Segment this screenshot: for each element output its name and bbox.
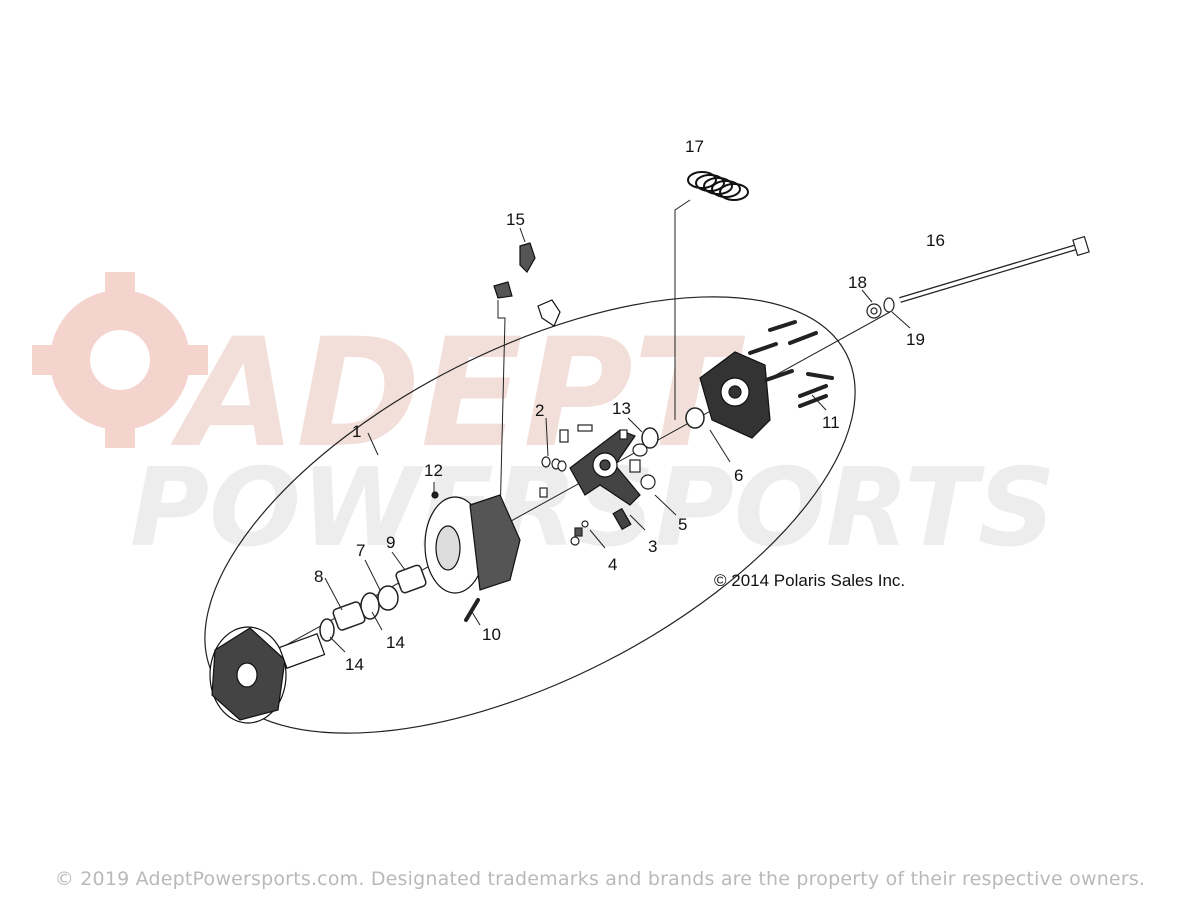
site-footer: © 2019 AdeptPowersports.com. Designated …: [54, 868, 1146, 890]
callout-7: 7: [356, 541, 365, 560]
gear-logo: [32, 272, 208, 448]
pin-10: [464, 598, 480, 622]
cam-leader: [497, 300, 506, 521]
callout-16: 16: [926, 231, 945, 250]
polaris-copyright: © 2014 Polaris Sales Inc.: [714, 571, 905, 590]
callout-1: 1: [352, 422, 361, 441]
moveable-sheave: [424, 491, 521, 594]
bolt-16: [899, 235, 1090, 303]
callout-15: 15: [506, 210, 525, 229]
callout-2: 2: [535, 401, 544, 420]
cam-weights-15: [493, 242, 561, 327]
watermark-line1: ADEPT: [170, 307, 746, 481]
cover-plate: [699, 351, 771, 439]
callout-3: 3: [648, 537, 657, 556]
callout-14a: 14: [386, 633, 405, 652]
callout-8: 8: [314, 567, 323, 586]
washer-6: [685, 407, 705, 429]
washer-13: [641, 427, 659, 449]
callout-4: 4: [608, 555, 617, 574]
spring-leader: [674, 199, 691, 420]
callout-6: 6: [734, 466, 743, 485]
callout-13: 13: [612, 399, 631, 418]
callout-19: 19: [906, 330, 925, 349]
leader-lines: [324, 227, 911, 653]
watermark: ADEPT POWERSPORTS: [32, 272, 1056, 571]
callout-5: 5: [678, 515, 687, 534]
washer-19: [883, 297, 895, 313]
callout-18: 18: [848, 273, 867, 292]
callout-9: 9: [386, 533, 395, 552]
callout-11: 11: [822, 413, 840, 432]
spring-17: [687, 171, 749, 201]
bolts-11: [748, 320, 834, 408]
fixed-sheave: [209, 626, 326, 724]
small-parts: [539, 424, 656, 546]
washer-13b: [632, 443, 648, 457]
callout-14b: 14: [345, 655, 364, 674]
callouts: 1 2 3 4 5 6 7 8 9 10 11 12 13 14 14 15 1…: [314, 137, 945, 674]
bushings: [319, 564, 427, 642]
spider-hub: [569, 429, 641, 531]
nut-18: [866, 303, 882, 319]
callout-17: 17: [685, 137, 704, 156]
callout-12: 12: [424, 461, 443, 480]
callout-10: 10: [482, 625, 501, 644]
